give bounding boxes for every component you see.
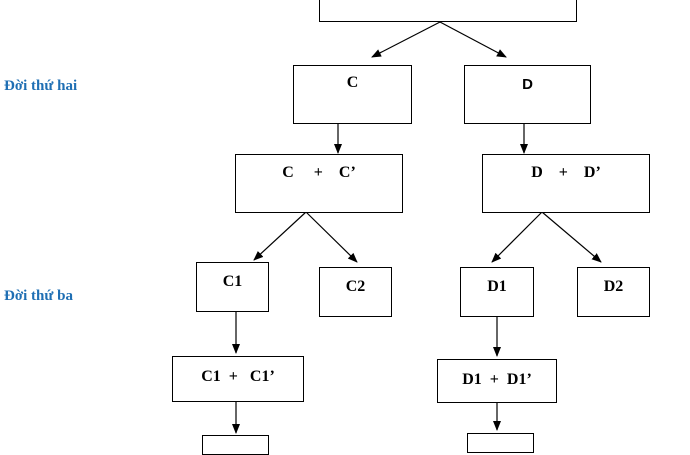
generation-label-second: Đời thứ hai — [4, 78, 78, 94]
node-d: D — [464, 65, 591, 124]
node-d-bottom — [467, 433, 534, 453]
node-c2: C2 — [319, 267, 392, 317]
node-d1-label: D1 — [487, 278, 507, 295]
node-d-cross-label: D + D’ — [531, 164, 601, 181]
node-c1-label: C1 — [222, 273, 243, 290]
arrow-c-cross-to-c2 — [305, 211, 358, 263]
node-d1: D1 — [460, 267, 534, 317]
node-c: C — [293, 65, 412, 124]
node-d2-label: D2 — [603, 278, 624, 295]
node-c-cross-label: C + C’ — [282, 164, 356, 181]
arrow-root-to-c — [371, 21, 441, 58]
arrow-d-cross-to-d1 — [491, 211, 543, 263]
node-d2: D2 — [577, 267, 650, 317]
generation-label-third: Đời thứ ba — [4, 288, 73, 304]
node-root — [319, 0, 577, 22]
node-c1-cross-label: C1 + C1’ — [201, 368, 275, 385]
node-c-bottom — [202, 435, 269, 455]
node-d-cross: D + D’ — [482, 154, 650, 213]
node-d1-cross-label: D1 + D1’ — [462, 371, 532, 388]
node-c-cross: C + C’ — [235, 154, 403, 213]
node-c2-label: C2 — [345, 278, 366, 295]
arrow-root-to-d — [439, 21, 507, 58]
node-c-label: C — [346, 74, 359, 91]
connector-lines — [232, 21, 602, 434]
family-tree-diagram: Đời thứ hai Đời thứ ba C D C + C’ D + D’… — [4, 0, 650, 455]
node-c1: C1 — [196, 262, 269, 312]
node-d1-cross: D1 + D1’ — [437, 359, 557, 403]
node-d-label: D — [522, 76, 533, 93]
arrow-d-cross-to-d2 — [541, 211, 602, 263]
node-c1-cross: C1 + C1’ — [172, 356, 304, 402]
arrow-c-cross-to-c1 — [253, 211, 307, 261]
